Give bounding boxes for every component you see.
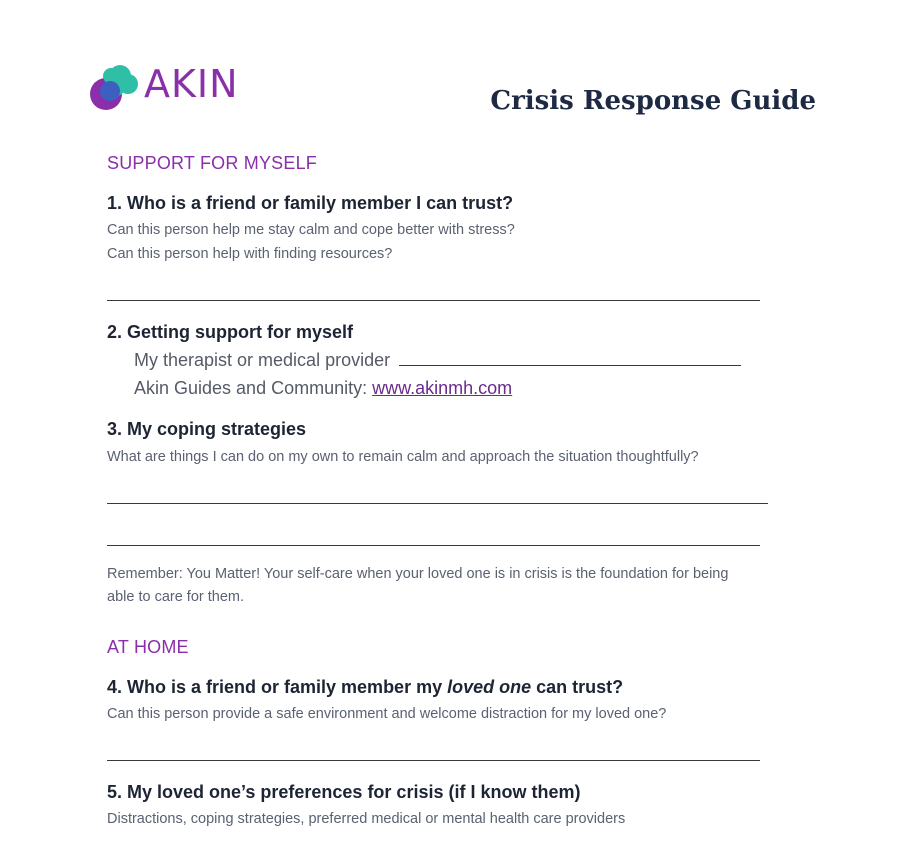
section-heading-support: SUPPORT FOR MYSELF	[107, 153, 317, 173]
question-3-answer-line-2[interactable]	[107, 545, 760, 546]
page-title: Crisis Response Guide	[490, 86, 816, 116]
therapist-answer-line[interactable]	[399, 351, 742, 366]
question-5-title: 5. My loved one’s preferences for crisis…	[107, 782, 581, 802]
self-care-note-line-1: Remember: You Matter! Your self-care whe…	[107, 566, 729, 582]
akin-website-link[interactable]: www.akinmh.com	[372, 378, 513, 398]
question-4-answer-line[interactable]	[107, 760, 760, 761]
therapist-label: My therapist or medical provider	[134, 350, 391, 370]
akin-guides-label: Akin Guides and Community:	[134, 378, 368, 398]
question-5-hint: Distractions, coping strategies, preferr…	[107, 811, 626, 827]
question-4-title-emphasis: loved one	[447, 677, 532, 697]
question-4-title-start: 4. Who is a friend or family member my	[107, 677, 448, 697]
akin-logo-text: AKIN	[144, 62, 239, 106]
question-2-title: 2. Getting support for myself	[107, 322, 354, 342]
akin-logo: AKIN	[84, 54, 244, 114]
self-care-note: Remember: You Matter! Your self-care whe…	[107, 563, 807, 609]
section-heading-at-home: AT HOME	[107, 637, 189, 657]
question-4-hint: Can this person provide a safe environme…	[107, 706, 667, 722]
self-care-note-line-2: able to care for them.	[107, 589, 245, 605]
question-3-answer-line-1[interactable]	[107, 503, 768, 504]
question-4-title-end: can trust?	[531, 677, 624, 697]
question-4-title: 4. Who is a friend or family member my l…	[107, 677, 623, 698]
akin-guides-row: Akin Guides and Community: www.akinmh.co…	[134, 378, 512, 399]
akin-logo-mark-icon	[90, 65, 138, 110]
question-3-hint: What are things I can do on my own to re…	[107, 449, 699, 465]
question-3-title: 3. My coping strategies	[107, 419, 307, 439]
question-1-hint-2: Can this person help with finding resour…	[107, 246, 393, 262]
therapist-row: My therapist or medical provider	[134, 350, 742, 371]
question-1-title: 1. Who is a friend or family member I ca…	[107, 193, 514, 213]
question-1-hint-1: Can this person help me stay calm and co…	[107, 222, 515, 238]
question-1-answer-line[interactable]	[107, 300, 760, 301]
